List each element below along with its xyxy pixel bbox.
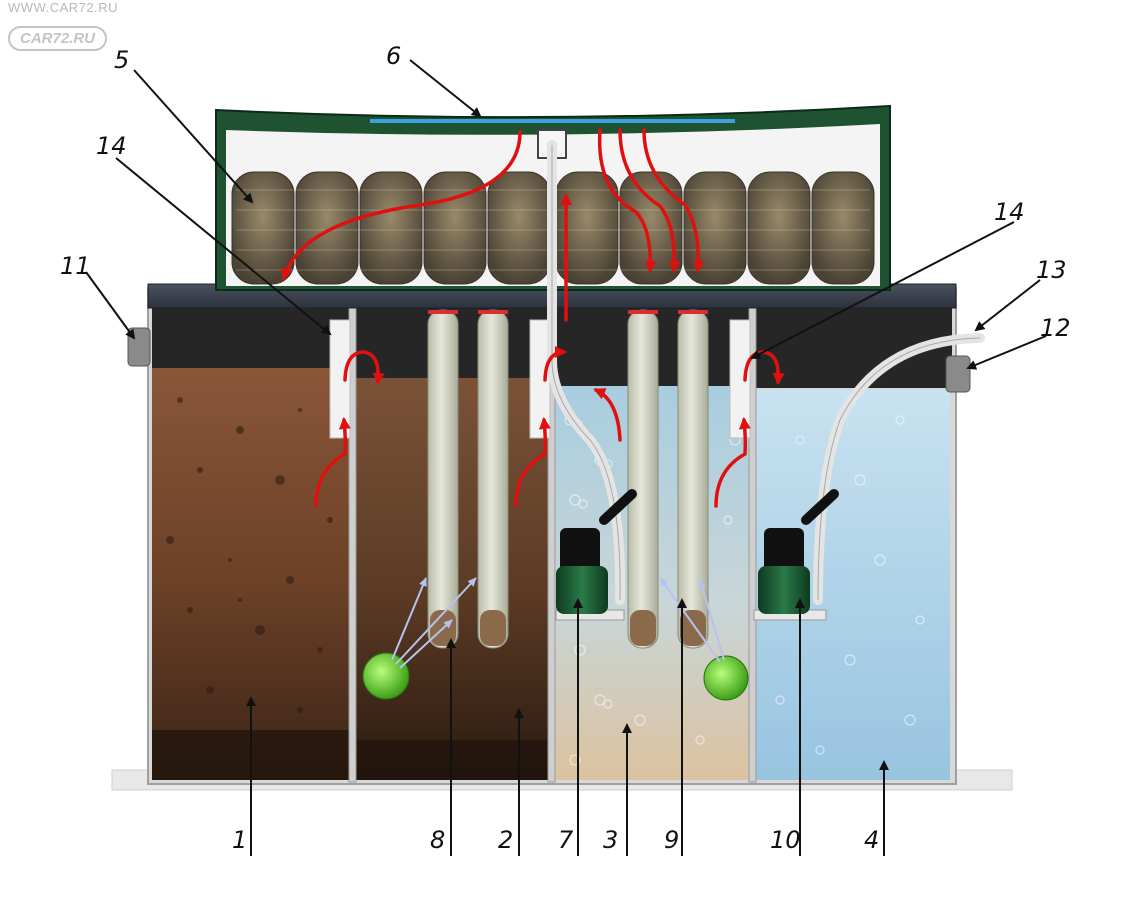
callout-11: 11 <box>60 254 91 278</box>
callout-5: 5 <box>114 48 129 72</box>
outlet-pipe <box>946 356 970 392</box>
callout-2: 2 <box>498 828 513 852</box>
callout-1: 1 <box>232 828 247 852</box>
bacteria-sphere-1 <box>363 653 409 699</box>
callout-7: 7 <box>558 828 573 852</box>
callout-12: 12 <box>1040 316 1071 340</box>
callout-8: 8 <box>430 828 445 852</box>
callout-10: 10 <box>770 828 801 852</box>
callout-3: 3 <box>603 828 618 852</box>
callout-6: 6 <box>386 44 401 68</box>
callout-4: 4 <box>864 828 879 852</box>
callout-14-right: 14 <box>994 200 1025 224</box>
callout-13: 13 <box>1036 258 1067 282</box>
callout-14-left: 14 <box>96 134 127 158</box>
overflow-channel-1 <box>330 320 350 438</box>
bacteria-sphere-2 <box>704 656 748 700</box>
sludge-layer-2 <box>356 740 550 780</box>
callout-9: 9 <box>664 828 679 852</box>
overflow-channel-3 <box>730 320 750 438</box>
